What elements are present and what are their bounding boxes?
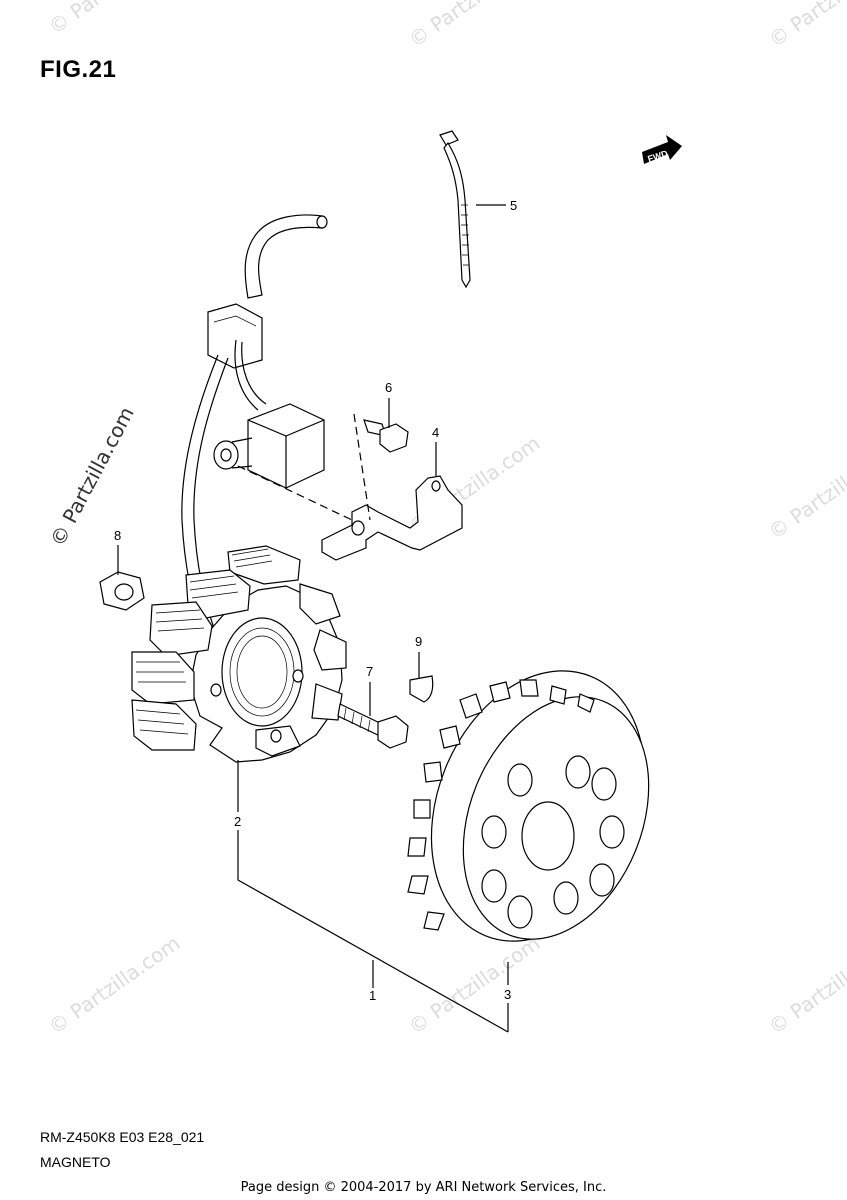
pickup-coil	[213, 403, 353, 521]
callout-4: 4	[432, 425, 439, 440]
callout-1: 1	[369, 988, 376, 1003]
callout-6: 6	[385, 380, 392, 395]
callout-labels: 5 6 4 8 9 7 2 1 3	[114, 198, 517, 1003]
wiring-harness	[181, 214, 328, 651]
section-name: MAGNETO	[40, 1154, 111, 1170]
watermark-text: © Partzilla.com	[44, 0, 184, 39]
watermark-text: © Partzilla.com	[404, 0, 544, 52]
fwd-direction-arrow: FWD	[642, 135, 682, 164]
cable-tie-part	[439, 130, 471, 289]
callout-7: 7	[366, 664, 373, 679]
bolt-part-7	[337, 703, 409, 749]
rotor-part	[407, 670, 650, 942]
key-part-9	[409, 675, 434, 703]
nut-part-8	[99, 571, 145, 611]
page-credit: Page design © 2004-2017 by ARI Network S…	[240, 1180, 607, 1195]
watermark-text: © Partzilla.com	[764, 931, 847, 1039]
bolt-part-6	[363, 419, 409, 453]
watermark-text: © Partzilla.com	[764, 0, 847, 52]
bracket-part	[321, 413, 463, 561]
figure-title: FIG.21	[40, 56, 117, 83]
callout-3: 3	[504, 987, 511, 1002]
callout-2: 2	[234, 814, 241, 829]
callout-9: 9	[415, 634, 422, 649]
stator-part	[131, 545, 347, 763]
watermark-text: © Partzilla.com	[764, 436, 847, 544]
watermark-text: © Partzilla.com	[44, 931, 184, 1039]
callout-5: 5	[510, 198, 517, 213]
model-code: RM-Z450K8 E03 E28_021	[40, 1129, 205, 1145]
leader-lines	[117, 204, 509, 1033]
watermark-text: © Partzilla.com	[45, 403, 139, 551]
callout-8: 8	[114, 528, 121, 543]
